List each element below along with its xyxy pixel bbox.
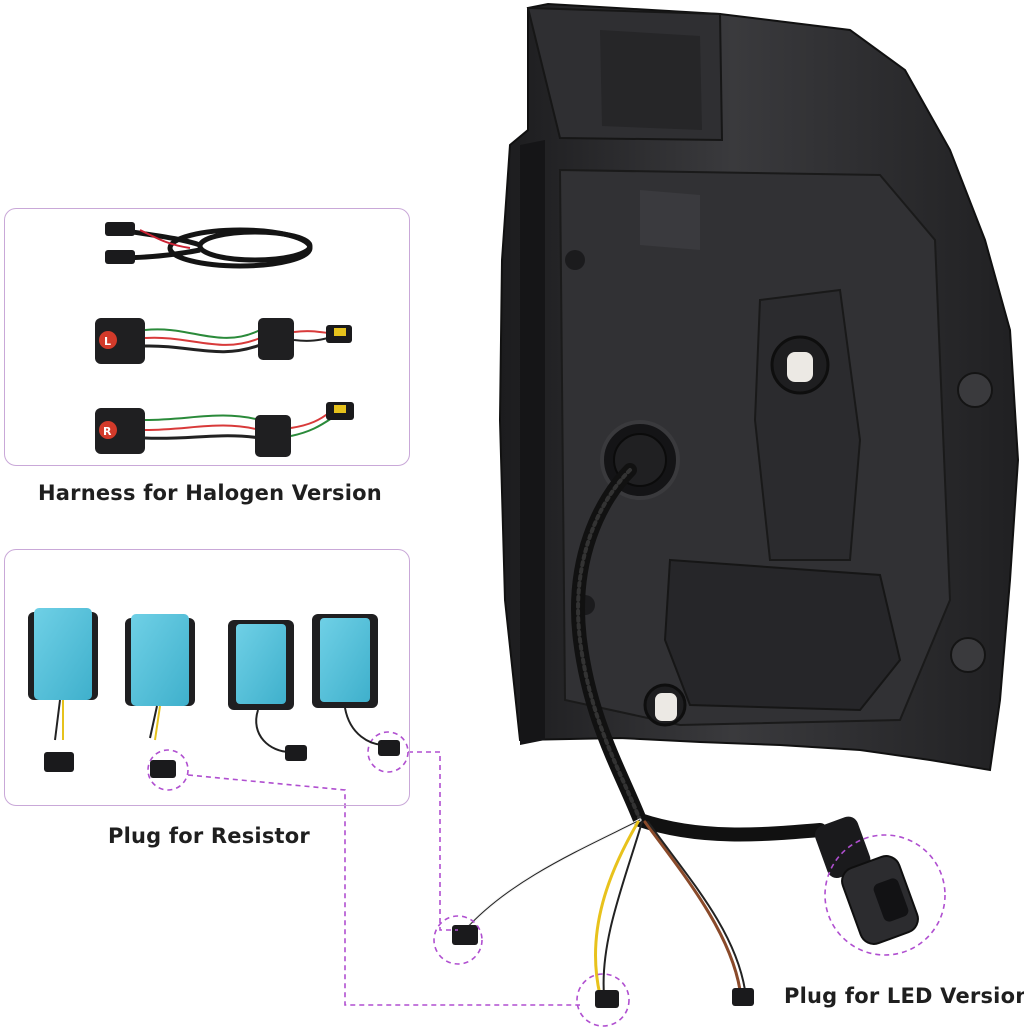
- connector-badge-l: L: [104, 335, 111, 348]
- resistor-panel: [4, 549, 410, 806]
- caption-halogen-harness: Harness for Halogen Version: [38, 481, 382, 505]
- tail-lamp-housing: [498, 2, 1020, 772]
- lamp-wire-harness: [463, 463, 827, 997]
- resistor-plug-b: [595, 990, 619, 1008]
- resistor-items: [28, 608, 400, 778]
- connector-badge-r: R: [103, 425, 112, 438]
- halogen-harness-panel: [4, 208, 410, 466]
- led-small-plug: [732, 988, 754, 1006]
- callout-lines: [147, 731, 946, 1027]
- caption-led-plug: Plug for LED Version: [784, 984, 1024, 1008]
- caption-resistor-plug: Plug for Resistor: [108, 824, 310, 848]
- resistor-plug-a: [452, 925, 478, 945]
- led-plug-connector: [814, 816, 919, 945]
- halogen-harness-items: L R: [95, 222, 354, 457]
